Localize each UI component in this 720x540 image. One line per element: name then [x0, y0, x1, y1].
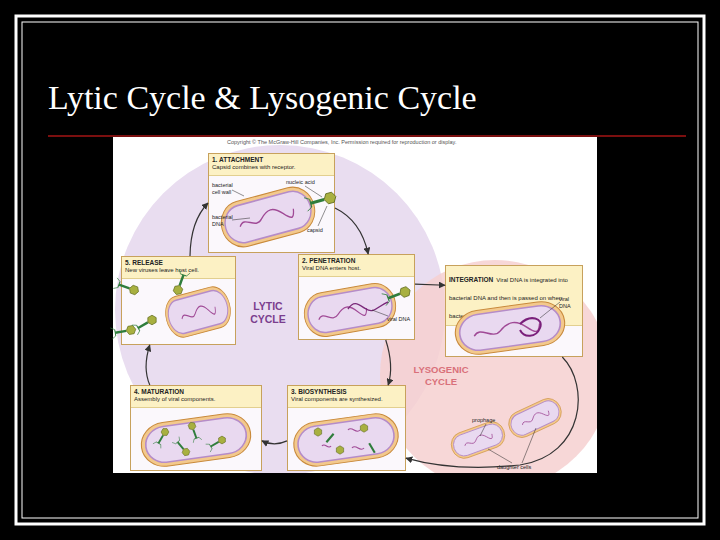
step-description: Capsid combines with receptor. [212, 164, 331, 172]
leader-line [372, 310, 388, 316]
phage [171, 269, 190, 296]
step-heading: 4. MATURATION [134, 388, 258, 396]
inner-frame [22, 22, 698, 518]
tail-part [326, 434, 333, 443]
phage [172, 437, 192, 458]
bacterium [291, 411, 401, 469]
step-heading: INTEGRATION [449, 276, 493, 283]
phage [153, 426, 171, 448]
leader-line [522, 428, 536, 463]
step-description: Viral components are synthesized. [291, 396, 402, 404]
cycle-arrow [406, 357, 578, 467]
bacterial-dna [180, 303, 217, 323]
release-illustration [110, 269, 234, 340]
cycle-arrow [146, 345, 150, 385]
part-label: viral DNA [559, 296, 581, 309]
daughter-cells-illustration [448, 394, 566, 461]
daughter-cell [504, 394, 565, 441]
circle-fill [115, 145, 445, 473]
bacterial-dna [318, 304, 368, 324]
part-label: bacterial cell wall [212, 182, 234, 195]
stage-box: 4. MATURATIONAssembly of viral component… [130, 385, 262, 471]
leader-line [232, 190, 244, 196]
slide-title: Lytic Cycle & Lysogenic Cycle [48, 78, 477, 118]
bacterium [301, 280, 399, 339]
step-description: Assembly of viral components. [134, 396, 258, 404]
cycle-arrow [190, 203, 208, 256]
bacterium [452, 299, 567, 358]
figure-panel: LYTIC CYCLELYSOGENIC CYCLE1. ATTACHMENTC… [113, 137, 597, 473]
leader-line [305, 186, 322, 197]
cycle-arrow [415, 284, 445, 285]
leader-line [480, 424, 486, 436]
capsid-part [336, 446, 343, 454]
part-label: nucleic acid [286, 179, 315, 186]
step-description: Viral DNA is integrated into bacterial D… [449, 277, 568, 319]
bacterial-dna [473, 319, 541, 340]
part-label: capsid [307, 227, 323, 234]
stage-box: INTEGRATIONViral DNA is integrated into … [445, 265, 583, 357]
phage [132, 313, 159, 335]
box-header: 4. MATURATIONAssembly of viral component… [131, 386, 261, 408]
tail-part [369, 443, 375, 453]
stage-box: 5. RELEASENew viruses leave host cell. [121, 256, 236, 345]
step-heading: 5. RELEASE [125, 259, 232, 267]
box-header: 2. PENETRATIONViral DNA enters host. [299, 255, 414, 277]
phage [206, 434, 228, 452]
box-header: 1. ATTACHMENTCapsid combines with recept… [209, 154, 334, 176]
outer-frame [16, 16, 704, 524]
attachment-illustration [216, 182, 337, 251]
phage [382, 284, 413, 305]
stage-box: 3. BIOSYNTHESISViral components are synt… [287, 385, 406, 471]
cycle-label: LYTIC CYCLE [245, 300, 291, 325]
prophage-dna [463, 431, 493, 448]
cycle-label: LYSOGENIC CYCLE [409, 364, 473, 387]
cycle-arrow [386, 340, 391, 385]
part-label: prophage [472, 417, 495, 424]
phage [186, 421, 201, 443]
daughter-cell [448, 418, 509, 462]
leader-line [318, 206, 327, 226]
part-label: viral DNA [387, 316, 411, 323]
capsid-part [360, 424, 367, 432]
penetration-illustration [301, 280, 412, 339]
leader-lines [232, 186, 560, 463]
leader-line [488, 449, 512, 463]
bacterium [138, 411, 253, 470]
viral-dna-copies [322, 429, 364, 450]
maturation-illustration [138, 411, 253, 470]
leader-line [232, 218, 250, 220]
leader-line [540, 302, 560, 318]
step-heading: 1. ATTACHMENT [212, 156, 331, 164]
viral-dna-strand [348, 302, 388, 311]
part-label: daughter cells [497, 464, 531, 471]
cycle-arrow [262, 441, 287, 444]
integrated-viral-dna [520, 318, 541, 336]
copyright-note: Copyright © The McGraw-Hill Companies, I… [227, 139, 456, 146]
biosynthesis-illustration [291, 411, 401, 469]
phage [304, 190, 338, 212]
bacterium [161, 283, 235, 340]
stage-box: 2. PENETRATIONViral DNA enters host. [298, 254, 415, 340]
cycle-arrow [335, 208, 368, 254]
part-label: bacterial DNA [212, 214, 234, 227]
box-header: 3. BIOSYNTHESISViral components are synt… [288, 386, 405, 408]
bacterial-dna [238, 204, 295, 231]
step-description: New viruses leave host cell. [125, 267, 232, 275]
step-heading: 3. BIOSYNTHESIS [291, 388, 402, 396]
phage [110, 324, 136, 339]
stage-box: 1. ATTACHMENTCapsid combines with recept… [208, 153, 335, 253]
integration-illustration [452, 299, 567, 358]
capsid-part [314, 428, 321, 436]
step-description: Viral DNA enters host. [302, 265, 411, 273]
box-header: 5. RELEASENew viruses leave host cell. [122, 257, 235, 279]
step-heading: 2. PENETRATION [302, 257, 411, 265]
prophage-dna [520, 408, 550, 427]
phage [113, 278, 140, 297]
